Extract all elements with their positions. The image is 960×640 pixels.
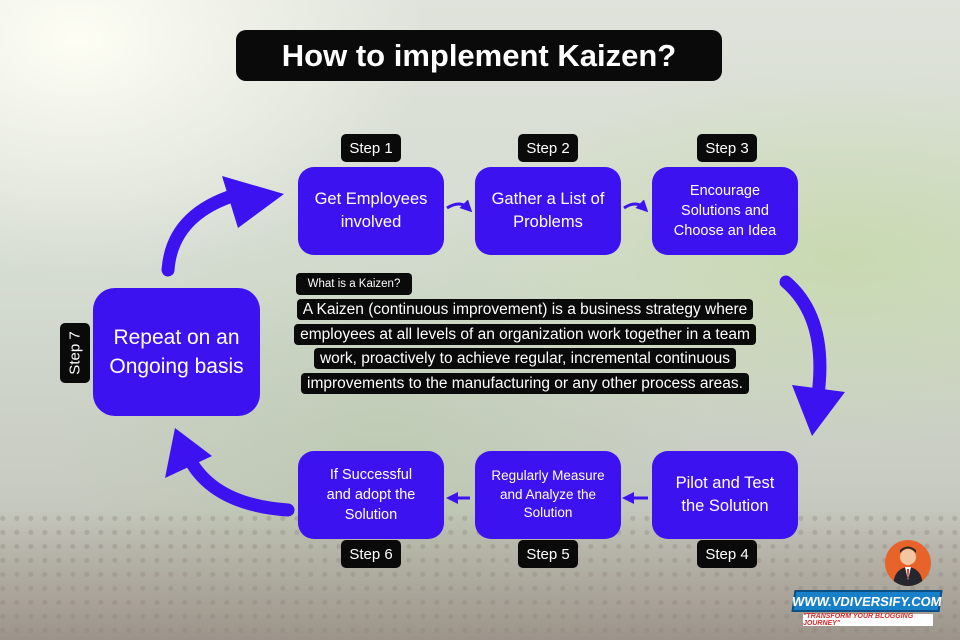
step-4-tag: Step 4 bbox=[697, 540, 757, 568]
arrow-step6-to-step7 bbox=[183, 453, 295, 517]
step-2-tag: Step 2 bbox=[518, 134, 578, 162]
step-1-tag: Step 1 bbox=[341, 134, 401, 162]
definition-question: What is a Kaizen? bbox=[296, 273, 412, 295]
brand-name: WWW.VDIVERSIFY.COM bbox=[791, 590, 943, 612]
businessman-avatar-icon bbox=[885, 540, 931, 586]
brand-tagline: "TRANSFORM YOUR BLOGGING JOURNEY" bbox=[803, 613, 933, 627]
arrow-step3-to-step4 bbox=[779, 275, 827, 402]
definition-text: A Kaizen (continuous improvement) is a b… bbox=[290, 298, 760, 396]
arrow-step2-to-step3 bbox=[623, 199, 649, 213]
brand-logo: WWW.VDIVERSIFY.COM "TRANSFORM YOUR BLOGG… bbox=[791, 540, 943, 630]
step-7-tag: Step 7 bbox=[60, 323, 90, 383]
step-3-tag: Step 3 bbox=[697, 134, 757, 162]
step-6-tag: Step 6 bbox=[341, 540, 401, 568]
arrow-step7-to-step1 bbox=[161, 188, 242, 277]
step-5-tag: Step 5 bbox=[518, 540, 578, 568]
arrow-step1-to-step2 bbox=[446, 199, 473, 213]
page-title: How to implement Kaizen? bbox=[236, 30, 722, 81]
